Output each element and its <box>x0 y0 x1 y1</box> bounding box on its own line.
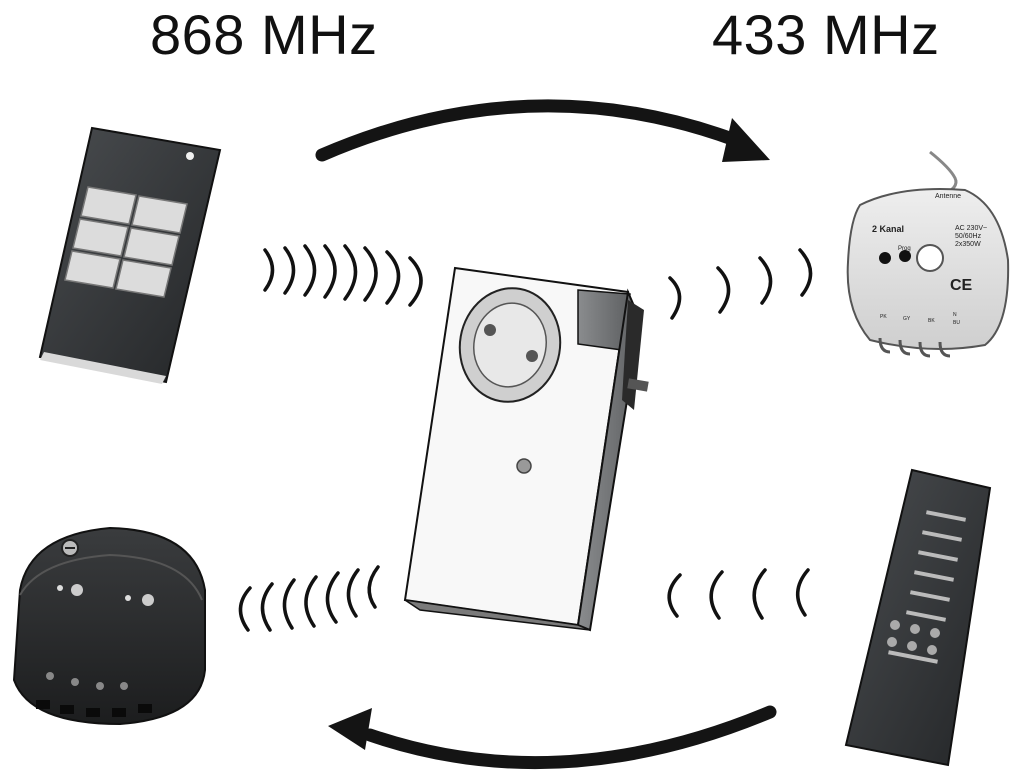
arrow-left-icon <box>328 705 777 770</box>
spec-power: 2x350W <box>955 241 981 248</box>
frequency-label-433: 433 MHz <box>712 3 940 66</box>
arrow-right-icon <box>315 99 770 162</box>
radio-waves-icon <box>238 244 813 632</box>
spec-voltage: AC 230V~ <box>955 225 987 232</box>
ce-mark: CE <box>950 277 973 294</box>
channel-label: 2 Kanal <box>872 224 904 234</box>
terminal-label-n: N <box>953 312 957 318</box>
prog-label: Prog <box>898 246 911 252</box>
terminal-label-pk: PK <box>880 314 887 320</box>
spec-frequency: 50/60Hz <box>955 233 982 240</box>
frequency-label-868: 868 MHz <box>150 3 378 66</box>
antenna-label: Antenne <box>935 193 961 200</box>
terminal-label-bk: BK <box>928 318 935 324</box>
terminal-label-bu: BU <box>953 320 960 326</box>
adapter-plug-device <box>403 266 649 632</box>
terminal-label-gy: GY <box>903 316 911 322</box>
receiver-module-433: Antenne 2 Kanal AC 230V~ 50/60Hz 2x350W … <box>846 150 1010 358</box>
long-remote-433 <box>844 468 992 767</box>
flush-actuator-868 <box>12 526 206 726</box>
handheld-remote-868 <box>38 126 222 384</box>
